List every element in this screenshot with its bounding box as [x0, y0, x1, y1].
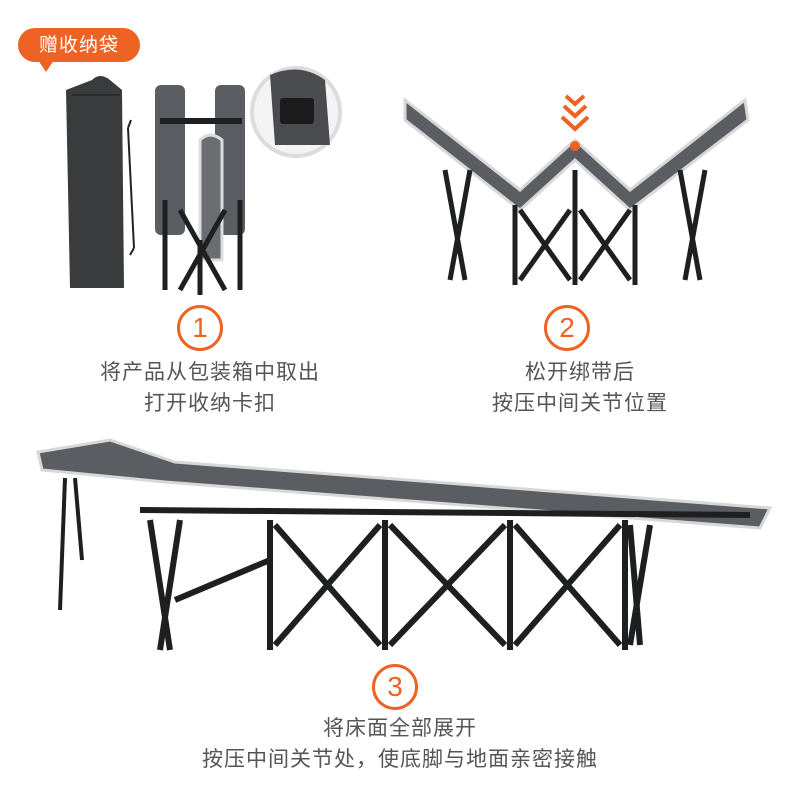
- step-3-line-1: 将床面全部展开: [323, 716, 477, 740]
- step-1-number-icon: 1: [177, 305, 223, 351]
- badge-pointer: [38, 60, 54, 72]
- step-1-caption: 将产品从包装箱中取出 打开收纳卡扣: [40, 357, 380, 419]
- free-storage-bag-badge: 赠收纳袋: [18, 28, 140, 62]
- step-2-line-2: 按压中间关节位置: [492, 391, 668, 415]
- step-3-number-icon: 3: [372, 664, 418, 710]
- step-1-line-2: 打开收纳卡扣: [144, 391, 276, 415]
- unfolded-cot-image: [36, 438, 773, 651]
- folded-cot-image: [155, 85, 245, 295]
- step-2-line-1: 松开绑带后: [525, 360, 635, 384]
- v-folded-cot-image: [403, 94, 750, 285]
- storage-bag-image: [66, 76, 135, 288]
- step-2-number-icon: 2: [544, 305, 590, 351]
- step-3-caption: 将床面全部展开 按压中间关节处，使底脚与地面亲密接触: [150, 713, 650, 775]
- step-2-caption: 松开绑带后 按压中间关节位置: [420, 357, 740, 419]
- buckle-detail-image: [250, 66, 342, 158]
- press-down-arrows-icon: [560, 94, 590, 132]
- step-3-line-2: 按压中间关节处，使底脚与地面亲密接触: [202, 747, 598, 771]
- step-1-line-1: 将产品从包装箱中取出: [100, 360, 320, 384]
